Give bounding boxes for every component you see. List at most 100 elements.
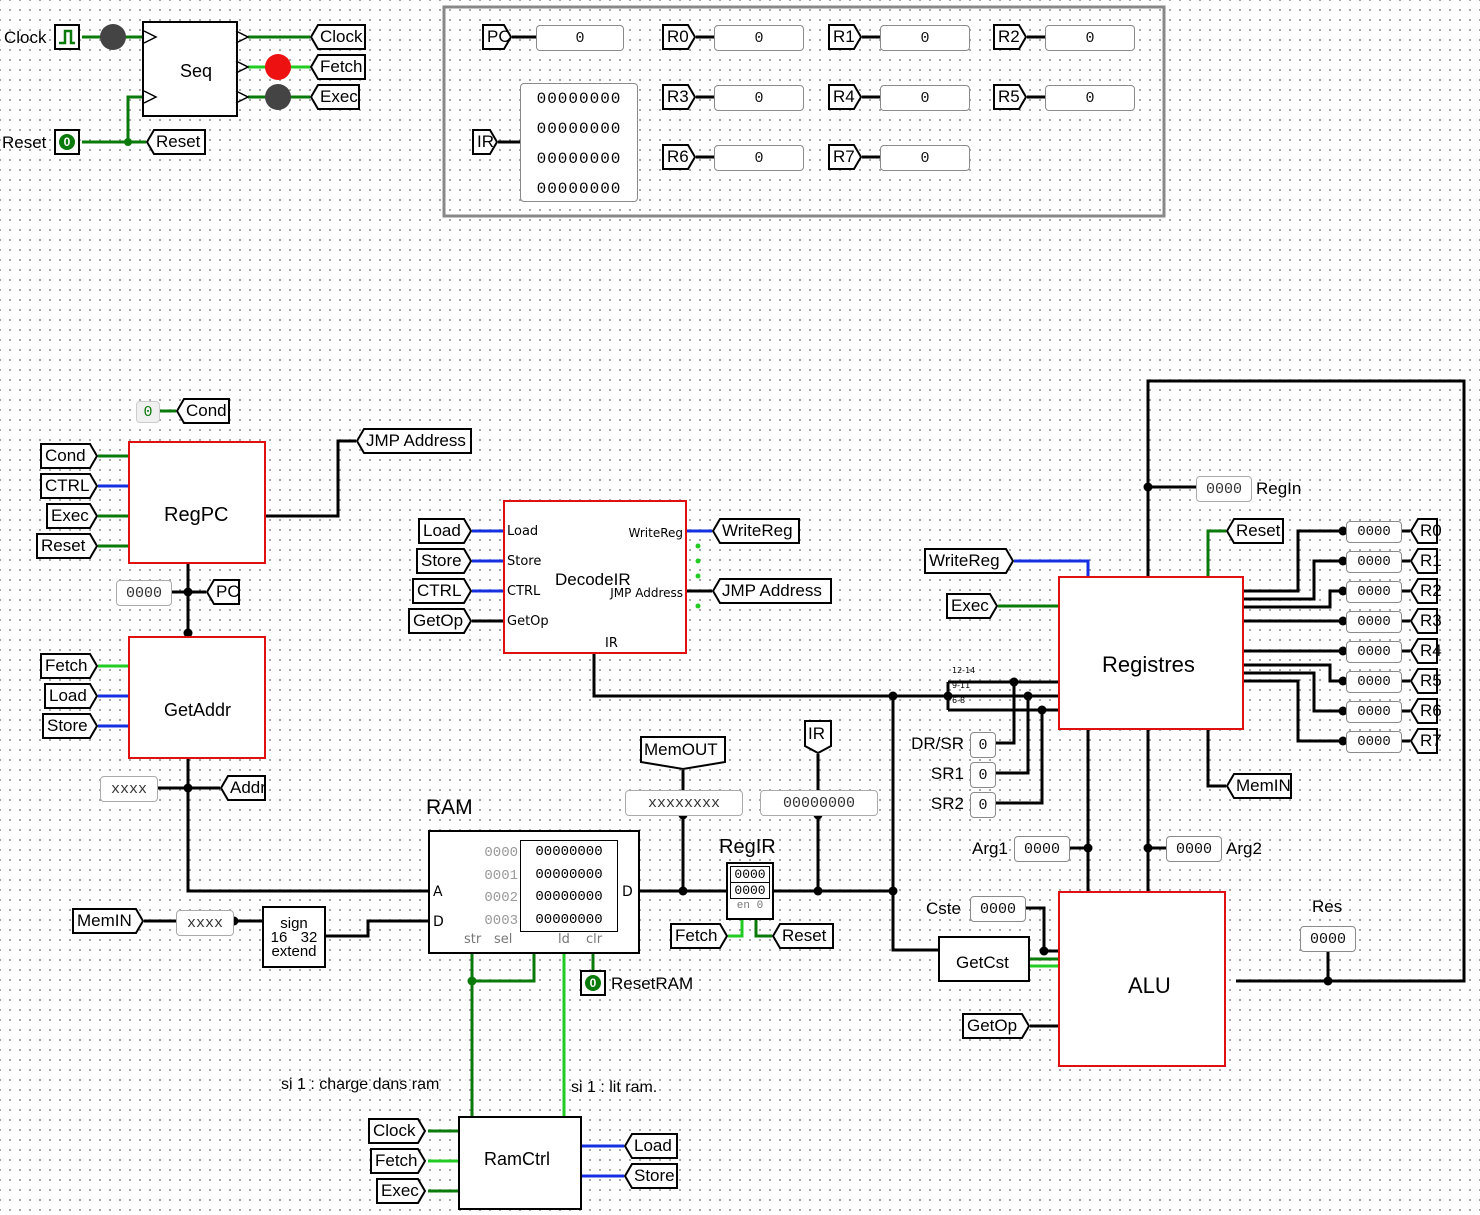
regin-label: RegIn: [1256, 479, 1302, 498]
res-label: Res: [1312, 897, 1343, 916]
reg-out-r6: R6: [1409, 698, 1442, 724]
regpc-in-reset-text: Reset: [41, 536, 86, 555]
ramctrl-in-load-text: Load: [634, 1136, 672, 1155]
regpc-in-exec: Exec: [46, 503, 99, 529]
res-value: 0000: [1309, 930, 1346, 948]
resetram-label: ResetRAM: [611, 974, 694, 993]
seq-component[interactable]: Seq: [142, 21, 238, 117]
resetram-toggle[interactable]: 0: [580, 970, 606, 996]
sign-extend-line1: sign: [280, 915, 308, 932]
arg1-label: Arg1: [972, 839, 1008, 858]
sign-extend-16: 16: [270, 929, 288, 946]
regir-component[interactable]: 0000 0000 en 0: [726, 862, 774, 920]
pc-out-value: 0000: [125, 584, 162, 602]
decodeir-in-getop-text: GetOp: [413, 611, 464, 630]
fetch-led: [265, 54, 291, 80]
getaddr-component[interactable]: GetAddr: [128, 636, 266, 759]
memin-probe: xxxx: [176, 910, 234, 936]
r4-probe: 0: [880, 85, 970, 111]
regpc-component[interactable]: RegPC: [128, 441, 266, 564]
ramctrl-in-store: Store: [623, 1163, 678, 1189]
registres-in-exec: Exec: [946, 593, 999, 619]
jmp-address-tunnel-regpc-text: JMP Address: [366, 431, 466, 450]
reg-out-r2-text: R2: [1420, 581, 1442, 600]
reg-out-r0-text: R0: [1420, 521, 1442, 540]
ir-bus-probe: 00000000: [760, 790, 878, 816]
getcst-component[interactable]: GetCst: [938, 936, 1030, 982]
ir-bus-value: 00000000: [782, 794, 855, 812]
memout-probe: xxxxxxxx: [625, 790, 743, 816]
ramctrl-note-left: si 1 : charge dans ram: [281, 1076, 440, 1093]
r2-value: 0: [1085, 29, 1095, 47]
r1-value: 0: [920, 29, 930, 47]
decodeir-in-store-text: Store: [421, 551, 462, 570]
r2-probe: 0: [1045, 25, 1135, 51]
reg-out-value: 0000: [1357, 734, 1391, 750]
ir-row: 00000000: [536, 120, 622, 138]
sr2-value: 0: [978, 796, 988, 814]
ramctrl-in-fetch: Fetch: [370, 1148, 427, 1174]
r5-probe: 0: [1045, 85, 1135, 111]
ramctrl-in-clock-text: Clock: [373, 1121, 416, 1140]
reg-out-r4: R4: [1409, 638, 1442, 664]
ir-tunnel: IR: [804, 720, 832, 755]
memout-value: xxxxxxxx: [647, 794, 720, 812]
registres-in-exec-text: Exec: [951, 596, 989, 615]
ram-word: 00000000: [535, 889, 603, 905]
decodeir-in-load: Load: [418, 518, 473, 544]
panel-r4-label: R4: [828, 84, 863, 110]
alu-in-getop-text: GetOp: [967, 1016, 1018, 1035]
reg-out-r2: R2: [1409, 578, 1442, 604]
addr-tunnel-text: Addr: [230, 778, 266, 797]
panel-r6-label: R6: [662, 144, 697, 170]
reg-out-r7-text: R7: [1420, 731, 1442, 750]
r7-value: 0: [920, 149, 930, 167]
addr-tunnel: Addr: [219, 775, 266, 801]
ram-address: 0003: [484, 912, 518, 929]
regir-title: RegIR: [719, 836, 776, 858]
decodeir-in-ctrl: CTRL: [412, 578, 473, 604]
registres-component[interactable]: Registres: [1058, 576, 1244, 730]
jmp-address-tunnel-out-text: JMP Address: [722, 581, 822, 600]
reg-out-probe: 0000: [1346, 551, 1402, 573]
reg-out-r1-text: R1: [1420, 551, 1442, 570]
memout-tunnel-text: MemOUT: [644, 740, 718, 759]
drsr-label: DR/SR: [911, 734, 964, 753]
r6-value: 0: [754, 149, 764, 167]
addr-value: xxxx: [110, 780, 147, 798]
decodeir-component[interactable]: DecodeIR Load Store CTRL GetOp WriteReg …: [503, 500, 687, 654]
regin-probe: 0000: [1196, 476, 1252, 502]
register-panel-frame: [442, 5, 1166, 218]
writereg-tunnel-out: WriteReg: [711, 518, 800, 544]
reg-out-value: 0000: [1357, 524, 1391, 540]
sr1-label: SR1: [930, 764, 964, 783]
seq-out-exec: Exec: [309, 84, 360, 110]
panel-r4-label-text: R4: [833, 87, 855, 106]
alu-component[interactable]: ALU: [1058, 891, 1226, 1067]
clock-input[interactable]: [54, 24, 80, 50]
ram-port-str: str: [464, 932, 482, 947]
panel-r0-label: R0: [662, 24, 697, 50]
arg1-value: 0000: [1023, 840, 1060, 858]
reg-out-value: 0000: [1357, 554, 1391, 570]
ramctrl-component[interactable]: RamCtrl: [458, 1116, 582, 1210]
seq-out-fetch: Fetch: [309, 54, 366, 80]
panel-ir-label-text: IR: [477, 132, 494, 151]
regir-row: 0000: [730, 883, 770, 899]
decodeir-port-store: Store: [507, 554, 542, 569]
panel-r1-label-text: R1: [833, 27, 855, 46]
reset-input-toggle[interactable]: 0: [54, 129, 80, 155]
reg-out-value: 0000: [1357, 614, 1391, 630]
decodeir-port-load: Load: [507, 524, 539, 539]
decodeir-in-store: Store: [416, 548, 473, 574]
regir-in-reset-text: Reset: [782, 926, 827, 945]
decodeir-port-ir: IR: [605, 636, 618, 651]
getaddr-in-store-text: Store: [47, 716, 88, 735]
seq-out-clock-text: Clock: [320, 27, 363, 46]
ram-word: 00000000: [535, 866, 603, 883]
arg2-value: 0000: [1175, 840, 1212, 858]
ram-component[interactable]: 0000 0001 0002 0003 00000000 00000000 00…: [428, 830, 640, 954]
panel-wires: [498, 35, 1045, 159]
seq-port-glyphs: [143, 30, 250, 104]
